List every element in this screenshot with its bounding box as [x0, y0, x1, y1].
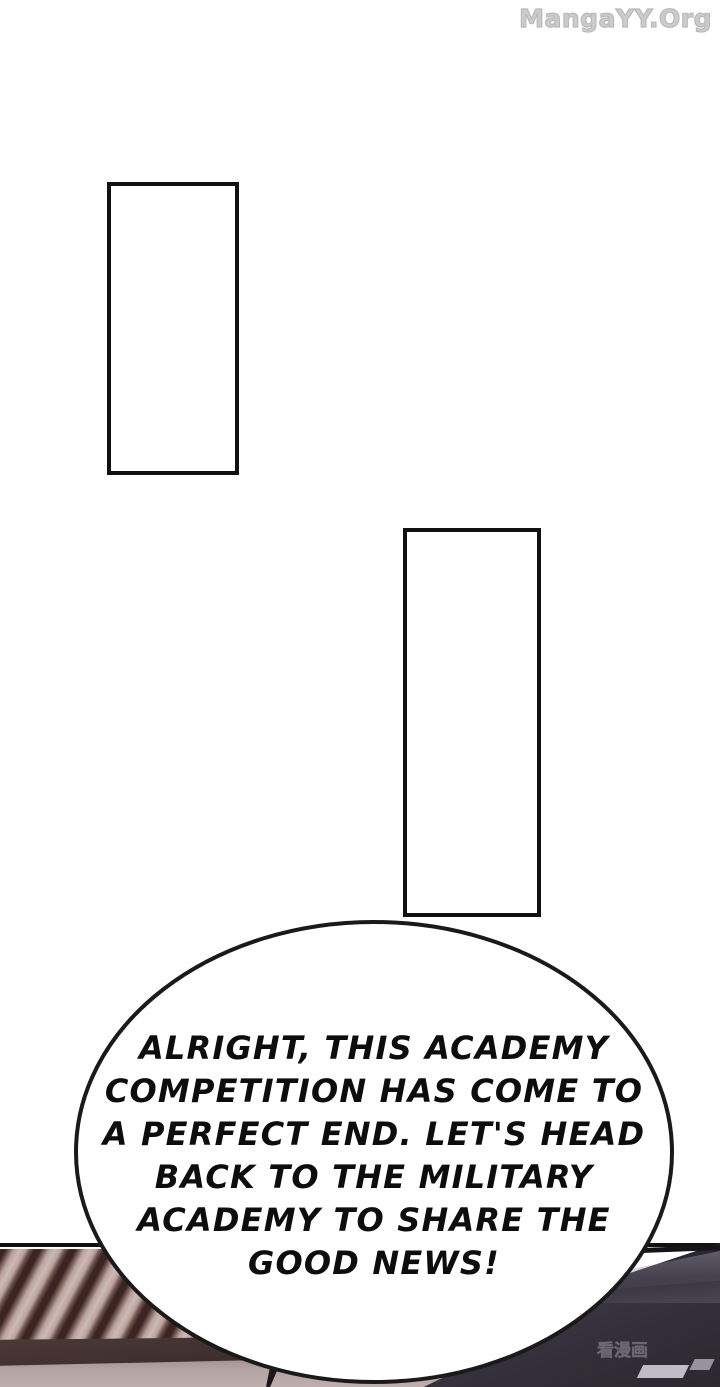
empty-frame-middle-right — [403, 528, 541, 917]
empty-frame-upper-left — [107, 182, 239, 475]
site-watermark-top: MangaYY.Org — [519, 3, 713, 33]
site-watermark-bottom: 看漫画 — [597, 1341, 649, 1362]
rooftop-scene-strip — [0, 1243, 720, 1387]
wall-highlight-primary — [636, 1365, 690, 1378]
